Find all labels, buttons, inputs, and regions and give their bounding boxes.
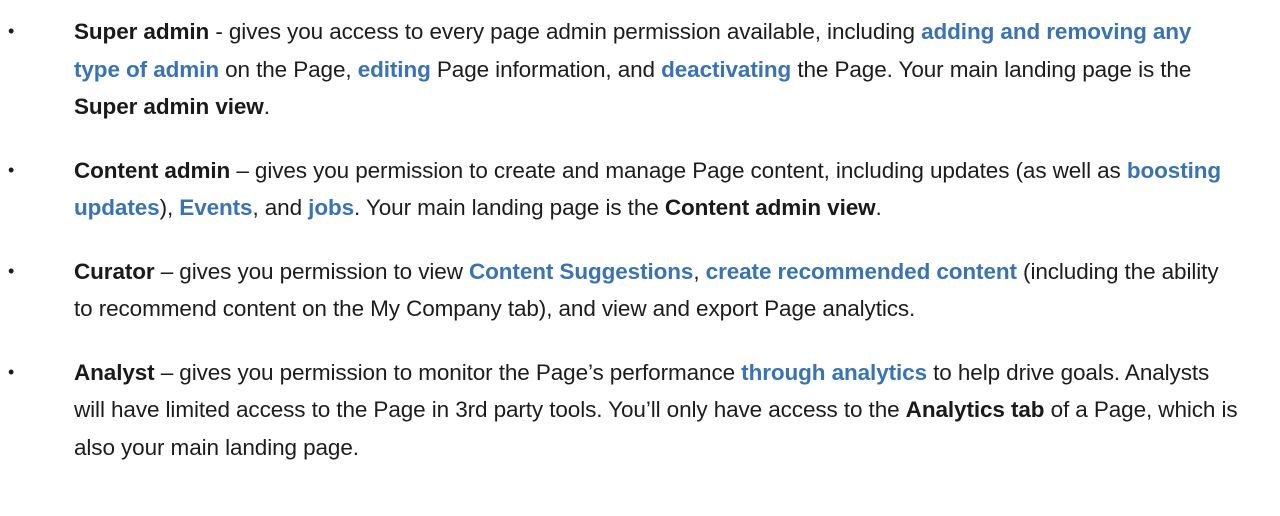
role-description-text: – gives you permission to create and man… (230, 157, 1127, 183)
list-item-super-admin: • Super admin - gives you access to ever… (0, 13, 1280, 126)
create-recommended-content-link[interactable]: create recommended content (705, 258, 1017, 284)
landing-view-name: Super admin view (74, 94, 264, 119)
role-description-text: the Page. Your main landing page is the (791, 56, 1192, 82)
bullet-icon: • (8, 159, 15, 180)
role-description-text: . (875, 195, 882, 220)
role-description-text: of a Page, which is also your main landi… (74, 397, 1238, 460)
list-item-analyst: • Analyst – gives you permission to moni… (0, 354, 1280, 467)
events-link[interactable]: Events (179, 195, 253, 220)
editing-link[interactable]: editing (357, 56, 431, 82)
bullet-icon: • (8, 361, 15, 382)
role-description-text: (including the ability to recommend cont… (74, 258, 1219, 322)
analytics-tab-name: Analytics tab (905, 397, 1045, 422)
boosting-updates-link[interactable]: boosting updates (74, 157, 1222, 221)
role-description-text: Page information, and (430, 56, 662, 82)
role-description-text: to help drive goals. Analysts will have … (74, 359, 1210, 423)
list-item-curator: • Curator – gives you permission to view… (0, 253, 1280, 328)
content-suggestions-link[interactable]: Content Suggestions (469, 258, 694, 284)
role-description-text: – gives you permission to view (154, 258, 469, 284)
list-item-content-admin: • Content admin – gives you permission t… (0, 152, 1280, 227)
jobs-link[interactable]: jobs (308, 195, 355, 220)
role-term: Curator (74, 258, 155, 284)
admin-roles-list: • Super admin - gives you access to ever… (0, 13, 1280, 467)
role-description-text: . (263, 94, 270, 119)
adding-removing-admin-link[interactable]: adding and removing any type of admin (74, 19, 1192, 82)
role-description-text: ), (159, 195, 180, 220)
role-description-text: – gives you permission to monitor the Pa… (154, 359, 742, 385)
bullet-icon: • (8, 260, 15, 281)
role-term: Analyst (74, 359, 155, 385)
role-description-text: , and (252, 195, 309, 220)
through-analytics-link[interactable]: through analytics (741, 359, 927, 385)
role-term: Super admin (74, 19, 210, 44)
role-term: Content admin (74, 157, 231, 183)
role-description-text: , (693, 258, 706, 284)
landing-view-name: Content admin view (664, 195, 876, 220)
role-description-text: - gives you access to every page admin p… (209, 19, 922, 44)
role-description-text: . Your main landing page is the (354, 195, 665, 220)
role-description-text: on the Page, (218, 56, 358, 82)
deactivating-link[interactable]: deactivating (661, 56, 792, 82)
bullet-icon: • (8, 21, 15, 41)
